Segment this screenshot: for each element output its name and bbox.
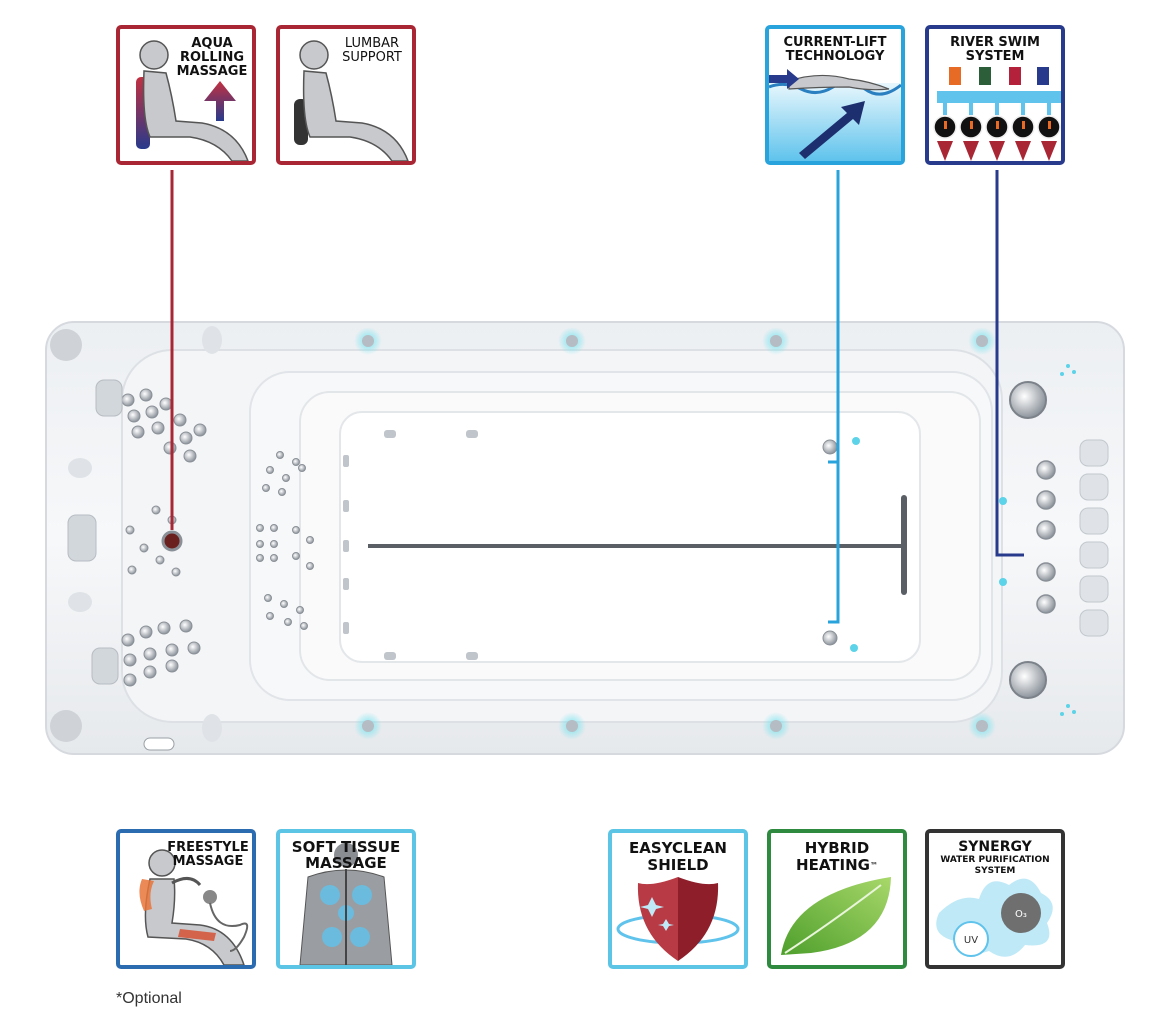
shield-icon — [616, 877, 740, 961]
swim-jets-icon — [933, 67, 1061, 161]
swim-jets — [1036, 460, 1056, 614]
easyclean-shield-badge: EASYCLEAN SHIELD — [608, 829, 748, 969]
perimeter-lights — [354, 327, 996, 740]
badge-title: LUMBAR SUPPORT — [342, 36, 402, 65]
aqua-rolling-massage-badge: AQUA ROLLING MASSAGE — [116, 25, 256, 165]
optional-footnote: *Optional — [116, 990, 182, 1007]
large-swim-jet-top — [1009, 381, 1047, 419]
current-lift-technology-badge: CURRENT-LIFT TECHNOLOGY — [765, 25, 905, 165]
seated-figure-handheld-jet-icon — [139, 849, 249, 965]
river-swim-system-badge: RIVER SWIM SYSTEM — [925, 25, 1065, 165]
uv-label: UV — [964, 935, 978, 946]
badge-title: SYNERGY — [958, 839, 1032, 855]
badge-title: RIVER SWIM SYSTEM — [950, 35, 1040, 64]
badge-title: CURRENT-LIFT TECHNOLOGY — [783, 35, 887, 64]
seated-figure-up-arrow-icon — [136, 40, 249, 161]
hybrid-title-text: HYBRID HEATING — [796, 839, 870, 874]
badge-title: AQUA ROLLING MASSAGE — [176, 36, 248, 79]
synergy-water-purification-badge: O₃ UV SYNERGY WATER PURIFICATION SYSTEM — [925, 829, 1065, 969]
trademark-symbol: ™ — [869, 861, 878, 870]
soft-tissue-massage-badge: SOFT TISSUE MASSAGE — [276, 829, 416, 969]
seated-figure-lumbar-icon — [294, 40, 409, 161]
badge-title: SOFT TISSUE MASSAGE — [291, 838, 401, 872]
swim-area-floor — [339, 411, 921, 663]
freestyle-massage-badge: FREESTYLE MASSAGE — [116, 829, 256, 969]
control-panel — [143, 737, 175, 751]
o3-label: O₃ — [1015, 909, 1027, 920]
badge-title: HYBRID HEATING™ — [771, 840, 903, 874]
badge-subtitle: WATER PURIFICATION SYSTEM — [940, 855, 1050, 876]
aqua-rolling-jet — [161, 530, 183, 552]
badge-title: EASYCLEAN SHIELD — [629, 839, 727, 874]
lumbar-support-badge: LUMBAR SUPPORT — [276, 25, 416, 165]
large-swim-jet-bottom — [1009, 661, 1047, 699]
swimmer-current-icon — [769, 69, 901, 161]
back-massage-icon — [299, 843, 393, 965]
hybrid-heating-badge: HYBRID HEATING™ — [767, 829, 907, 969]
leaf-icon — [781, 877, 891, 955]
badge-title: FREESTYLE MASSAGE — [167, 840, 249, 869]
water-splash-icon: O₃ UV — [936, 878, 1053, 957]
